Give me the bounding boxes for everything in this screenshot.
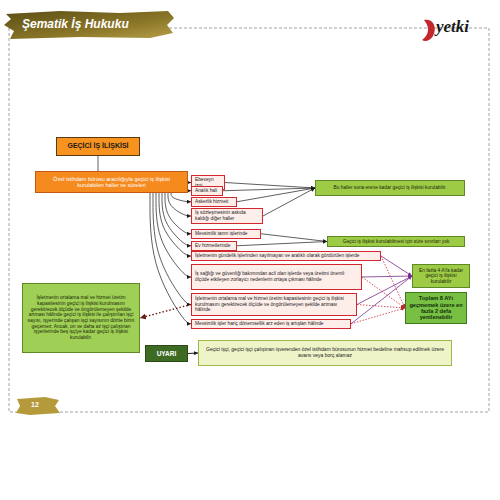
case-box: İşletmenin ortalama mal ve hizmet üretim… (191, 293, 357, 316)
heading-box: GEÇİCİ İŞ İLİŞKİSİ (56, 137, 140, 156)
connector-arrow (188, 352, 198, 354)
dashed-frame (9, 28, 489, 412)
node-text: Özel istihdam bürosu aracılığıyla geçici… (40, 176, 183, 189)
node-text: Ev hizmetlerinde (195, 243, 233, 249)
connector-arrow (263, 188, 315, 216)
node-text: UYARI (146, 350, 187, 357)
warning-box: Geçici işçi, geçici işçi çalıştıran işve… (198, 340, 452, 366)
connector-arrow (162, 193, 191, 246)
page-number-brush (16, 397, 60, 415)
note-box: İşletmenin ortalama mal ve hizmet üretim… (22, 283, 140, 353)
logo-swoosh (422, 20, 435, 41)
node-text: Geçici iş ilişkisi kurulabilmesi için sü… (331, 239, 461, 245)
source-box: Özel istihdam bürosu aracılığıyla geçici… (35, 171, 188, 193)
connector-arrow (225, 183, 315, 188)
page-title: Şematik İş Hukuku (22, 17, 129, 31)
case-box: Askerlik hizmeti (191, 197, 237, 207)
node-text: GEÇİCİ İŞ İLİŞKİSİ (60, 142, 136, 150)
result-box: Toplam 8 AYı geçmemek üzere en fazla 2 d… (405, 292, 467, 324)
node-text: İş sözleşmesinin askıda kaldığı diğer ha… (195, 210, 259, 221)
case-box: Ev hizmetlerinde (191, 241, 237, 251)
node-text: Mevsimlik işler hariç dönemsellik arz ed… (195, 321, 347, 327)
connector-arrow (159, 193, 191, 256)
node-text: İş sağlığı ve güvenliği bakımından acil … (195, 271, 358, 282)
connector-arrow (357, 305, 405, 309)
result-box: Bu haller sona erene kadar geçici iş ili… (315, 180, 465, 196)
connector-arrow (237, 188, 315, 202)
connector-arrow (150, 193, 191, 324)
connector-arrow (140, 305, 191, 319)
connector-arrow (171, 193, 191, 202)
node-text: Mevsimlik tarım işlerinde (195, 231, 257, 237)
connector-arrow (153, 193, 191, 305)
connector-arrow (381, 256, 412, 276)
node-text: Analık hali (195, 188, 219, 194)
title-banner (4, 11, 174, 39)
node-text: Askerlik hizmeti (195, 199, 233, 205)
connector-arrow (98, 156, 99, 171)
connector-arrow (261, 234, 327, 242)
case-box: İş sağlığı ve güvenliği bakımından acil … (191, 264, 362, 290)
case-box: İş sözleşmesinin askıda kaldığı diğer ha… (191, 208, 263, 224)
node-text: Toplam 8 AYı geçmemek üzere en fazla 2 d… (409, 295, 463, 321)
case-box: İşletmenin gündelik işlerinden sayılmaya… (191, 251, 381, 261)
result-box: En fazla 4 AYa kadar geçici iş ilişkisi … (412, 264, 470, 288)
node-text: İşletmenin ortalama mal ve hizmet üretim… (195, 296, 353, 313)
result-box: Geçici iş ilişkisi kurulabilmesi için sü… (327, 236, 465, 247)
case-box: Mevsimlik işler hariç dönemsellik arz ed… (191, 319, 351, 329)
node-text: Geçici işçi, geçici işçi çalıştıran işve… (205, 347, 445, 359)
connector-arrow (156, 193, 191, 277)
node-text: En fazla 4 AYa kadar geçici iş ilişkisi … (416, 268, 466, 285)
case-box: Mevsimlik tarım işlerinde (191, 229, 261, 239)
connector-arrow (362, 276, 412, 277)
connector-arrow (362, 277, 405, 308)
warning-heading: UYARI (145, 345, 188, 362)
page-number: 12 (31, 401, 39, 408)
logo-text: yetki (436, 17, 469, 37)
connector-arrow (168, 193, 191, 216)
node-text: Bu haller sona erene kadar geçici iş ili… (319, 185, 461, 191)
node-text: İşletmenin gündelik işlerinden sayılmaya… (195, 253, 377, 259)
connector-arrow (351, 308, 405, 324)
connector-arrow (357, 276, 412, 305)
connector-arrow (237, 242, 327, 246)
node-text: İşletmenin ortalama mal ve hizmet üretim… (27, 295, 135, 340)
connector-arrow (381, 256, 405, 308)
case-box: Analık hali (191, 186, 223, 196)
